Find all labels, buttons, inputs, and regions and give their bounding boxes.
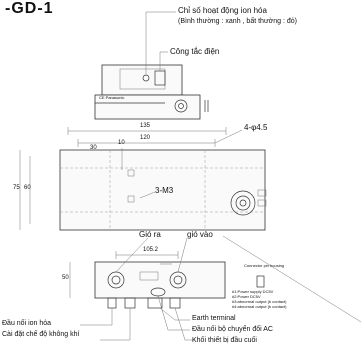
earth-terminal-shape (147, 297, 163, 309)
side-connector-b (257, 199, 267, 207)
ac-adapter-label: Đầu nối bộ chuyển đổi AC (192, 326, 273, 333)
inlet-port-inner (173, 275, 183, 285)
power-switch-leader (159, 51, 168, 71)
connector-pin-1: #1:Power supply DC5V (232, 289, 274, 294)
outlet-leader (115, 237, 149, 273)
earth-terminal-label: Earth terminal (192, 315, 236, 322)
dim-135-label: 135 (140, 123, 151, 129)
inlet-fan-inner (239, 199, 247, 207)
dim-120-label: 120 (140, 135, 151, 141)
ion-indicator-label: Chỉ số hoạt động ion hóa (178, 6, 267, 15)
connector-pin-4: #4:abnormal output (b contact) (232, 304, 287, 309)
connector-housing-shape (256, 275, 265, 288)
outlet-port-inner (111, 275, 121, 285)
hole-spec-label: 4-φ4.5 (244, 123, 268, 132)
mount-hole-2 (127, 195, 135, 203)
mount-hole-1 (127, 169, 135, 177)
dim-60-label: 60 (24, 185, 31, 191)
front-fan-inner (178, 103, 184, 109)
thread-spec-label: 3-M3 (155, 186, 174, 195)
ion-indicator-leader (145, 11, 176, 74)
ion-indicator-lamp (142, 74, 150, 82)
rear-view-body (94, 261, 226, 299)
ion-connector-leader (80, 308, 113, 326)
front-fan-outer (174, 99, 188, 113)
airflow-setting-label: Cài đặt chế độ không khí (2, 331, 80, 338)
airflow-switch-shape (124, 297, 136, 309)
power-switch-label: Công tắc điện (170, 47, 220, 56)
dim-30-label: 30 (90, 145, 97, 151)
plan-view-body (59, 149, 266, 231)
connector-title: Connector pin housing (244, 263, 285, 268)
side-connector-a (257, 189, 267, 197)
dim-75-label: 75 (13, 185, 20, 191)
connector-pin-2: #2:Power DC5V (232, 294, 261, 299)
rear-label-plate (139, 271, 159, 281)
top-view-body (101, 64, 183, 96)
inlet-leader (177, 237, 188, 273)
hole-leader (214, 129, 243, 144)
connector-pin-3: #3:abnormal output (b contact) (232, 299, 287, 304)
dim-10-label: 10 (118, 140, 125, 146)
terminal-block-label: Khối thiết bị đầu cuối (192, 337, 257, 344)
air-outlet-label: Gió ra (139, 230, 161, 239)
earth-leader (159, 307, 190, 321)
connector-diagonal (222, 235, 361, 323)
terminal-block-shape (169, 297, 181, 309)
thread-leader (139, 191, 156, 199)
dim-105-label: 105.2 (143, 247, 159, 253)
ac-leader (157, 295, 190, 331)
terminal-leader (174, 307, 195, 341)
dim-50-label: 50 (62, 275, 69, 281)
inlet-fan-outer (230, 190, 256, 216)
ion-connector-shape (107, 297, 117, 309)
ion-indicator-note: (Bình thường : xanh , bất thường : đỏ) (178, 18, 297, 25)
inlet-fan-mid (235, 195, 251, 211)
ion-connector-label: Đầu nối ion hóa (2, 320, 52, 327)
header-fragment: -GD-1 (5, 0, 54, 17)
airflow-leader (100, 308, 131, 341)
front-panel-text: CE Panasonic (99, 95, 125, 100)
air-inlet-label: gió vào (187, 230, 213, 239)
front-view-body (94, 94, 201, 120)
